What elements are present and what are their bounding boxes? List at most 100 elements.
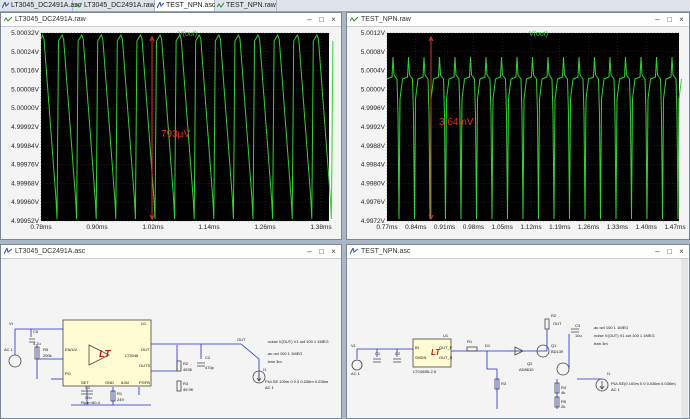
y-tick-label: 4.9972V — [361, 218, 386, 225]
y-tick-label: 4.9992V — [361, 124, 386, 131]
window-titlebar[interactable]: LT3045_DC2491A.asc – □ × — [1, 245, 341, 259]
waveform-icon — [217, 2, 224, 8]
ic-u1[interactable] — [62, 319, 152, 387]
window-titlebar[interactable]: TEST_NPN.raw – □ × — [347, 13, 689, 27]
label-pg: PG — [65, 371, 71, 376]
label-q1: Q1 — [551, 343, 557, 348]
window-title: LT3045_DC2491A.asc — [15, 248, 86, 255]
minimize-icon[interactable]: – — [307, 247, 312, 256]
label-r5: R5 — [561, 399, 567, 404]
minimize-icon[interactable]: – — [655, 247, 660, 256]
label-c3: C3 — [575, 323, 581, 328]
label-c1-value: 20u — [85, 395, 92, 400]
schematic-canvas[interactable]: LT VI AC 1 C5 4.7u R5 200k U1 LT3046 EN/… — [1, 259, 341, 418]
label-c2-value: 470p — [205, 365, 215, 370]
label-c5: C5 — [33, 329, 39, 334]
document-tab-bar: LT3045_DC2491A.asc LT3045_DC2491A.raw TE… — [0, 0, 690, 12]
label-q2-part: AD8610 — [519, 367, 534, 372]
label-q1-part: BD139 — [551, 349, 564, 354]
schematic-canvas[interactable]: LT V1 AC 1 C1 C2 R1 D1 IN SHDN OUT_F OUT… — [347, 259, 689, 418]
close-icon[interactable]: × — [331, 247, 336, 256]
close-icon[interactable]: × — [679, 247, 684, 256]
voltage-source-vi[interactable] — [8, 354, 22, 368]
tab-lt3045-asc[interactable]: LT3045_DC2491A.asc — [0, 0, 81, 11]
x-tick-label: 0.90ms — [86, 224, 108, 231]
y-tick-label: 5.0008V — [361, 49, 386, 56]
waveform-plot-lt3045[interactable]: 5.00032V5.00024V5.00016V5.00008V5.00000V… — [1, 27, 341, 239]
y-tick-label: 4.9996V — [361, 105, 386, 112]
waveform-plot-test-npn[interactable]: 5.0012V5.0008V5.0004V5.0000V4.9996V4.999… — [347, 27, 689, 239]
y-tick-label: 4.99960V — [11, 199, 39, 206]
x-tick-label: 1.38ms — [310, 224, 332, 231]
window-titlebar[interactable]: LT3045_DC2491A.raw – □ × — [1, 13, 341, 27]
y-tick-label: 4.99984V — [11, 143, 39, 150]
maximize-icon[interactable]: □ — [319, 15, 324, 24]
transistor-q1[interactable] — [536, 344, 550, 358]
trace-label: V(out) — [178, 31, 197, 38]
close-icon[interactable]: × — [331, 15, 336, 24]
label-r2-value: 453K — [183, 367, 193, 372]
x-tick-label: 1.26ms — [254, 224, 276, 231]
schematic-window-lt3045[interactable]: LT3045_DC2491A.asc – □ × LT VI AC 1 — [0, 244, 342, 419]
label-c1: C1 — [85, 385, 91, 390]
directive-tran: .tran 3m — [267, 359, 282, 364]
tab-lt3045-raw[interactable]: LT3045_DC2491A.raw — [73, 0, 155, 11]
trace-label: V(out) — [529, 31, 548, 38]
maximize-icon[interactable]: □ — [667, 15, 672, 24]
current-source-i1[interactable] — [252, 370, 266, 384]
opamp-symbol — [514, 346, 524, 356]
tab-label: LT3045_DC2491A.asc — [11, 2, 82, 9]
label-r2: R2 — [183, 361, 189, 366]
y-tick-label: 4.99976V — [11, 162, 39, 169]
label-c5-value: 4.7u — [33, 341, 41, 346]
wires — [14, 328, 260, 406]
label-r2: R2 — [551, 313, 557, 318]
label-out-s: OUT_S — [439, 355, 453, 360]
minimize-icon[interactable]: – — [307, 15, 312, 24]
maximize-icon[interactable]: □ — [667, 247, 672, 256]
schematic-icon — [350, 248, 358, 255]
label-out: OUT — [141, 347, 150, 352]
close-icon[interactable]: × — [679, 15, 684, 24]
vertical-scrollbar[interactable] — [681, 259, 688, 418]
y-tick-label: 4.9980V — [361, 180, 386, 187]
label-ac-source: AC 1 — [611, 387, 621, 392]
label-q2: Q2 — [527, 361, 533, 366]
tab-label: TEST_NPN.raw — [226, 2, 276, 9]
y-tick-label: 5.0012V — [361, 30, 386, 37]
label-part: LTC6655-2.5 — [413, 369, 437, 374]
directive-ac: .ac oct 100 1 1MEG — [267, 351, 302, 356]
y-tick-label: 4.9988V — [361, 143, 386, 150]
x-tick-label: 0.91ms — [434, 224, 456, 231]
label-r5-value: 200k — [43, 353, 52, 358]
transistor-q2[interactable] — [556, 362, 570, 376]
maximize-icon[interactable]: □ — [319, 247, 324, 256]
current-source-i1[interactable] — [595, 378, 609, 392]
label-c2: C2 — [395, 351, 401, 356]
x-tick-label: 1.05ms — [492, 224, 514, 231]
label-gnd: GND — [105, 380, 114, 385]
label-r3: R3 — [501, 381, 507, 386]
window-titlebar[interactable]: TEST_NPN.asc – □ × — [347, 245, 689, 259]
label-i1: I1 — [607, 371, 611, 376]
y-tick-label: 5.00024V — [11, 49, 39, 56]
x-tick-label: 1.33ms — [607, 224, 629, 231]
passive-components — [29, 338, 205, 402]
minimize-icon[interactable]: – — [655, 15, 660, 24]
ic-u1[interactable] — [412, 338, 452, 368]
label-u1: U1 — [141, 321, 147, 326]
schematic-window-test-npn[interactable]: TEST_NPN.asc – □ × LT V1 A — [346, 244, 690, 419]
measure-label: 793µV — [161, 129, 190, 140]
tab-test-npn-asc[interactable]: TEST_NPN.asc — [155, 0, 215, 11]
label-node-out: OUT — [237, 337, 246, 342]
voltage-source-v1[interactable] — [351, 359, 363, 371]
y-tick-label: 5.00008V — [11, 86, 39, 93]
x-tick-label: 0.84ms — [405, 224, 427, 231]
y-tick-label: 5.00016V — [11, 68, 39, 75]
label-r1: R1 — [117, 391, 123, 396]
label-v1: V1 — [351, 343, 357, 348]
tab-test-npn-raw[interactable]: TEST_NPN.raw — [215, 0, 277, 11]
x-tick-label: 0.77ms — [376, 224, 398, 231]
